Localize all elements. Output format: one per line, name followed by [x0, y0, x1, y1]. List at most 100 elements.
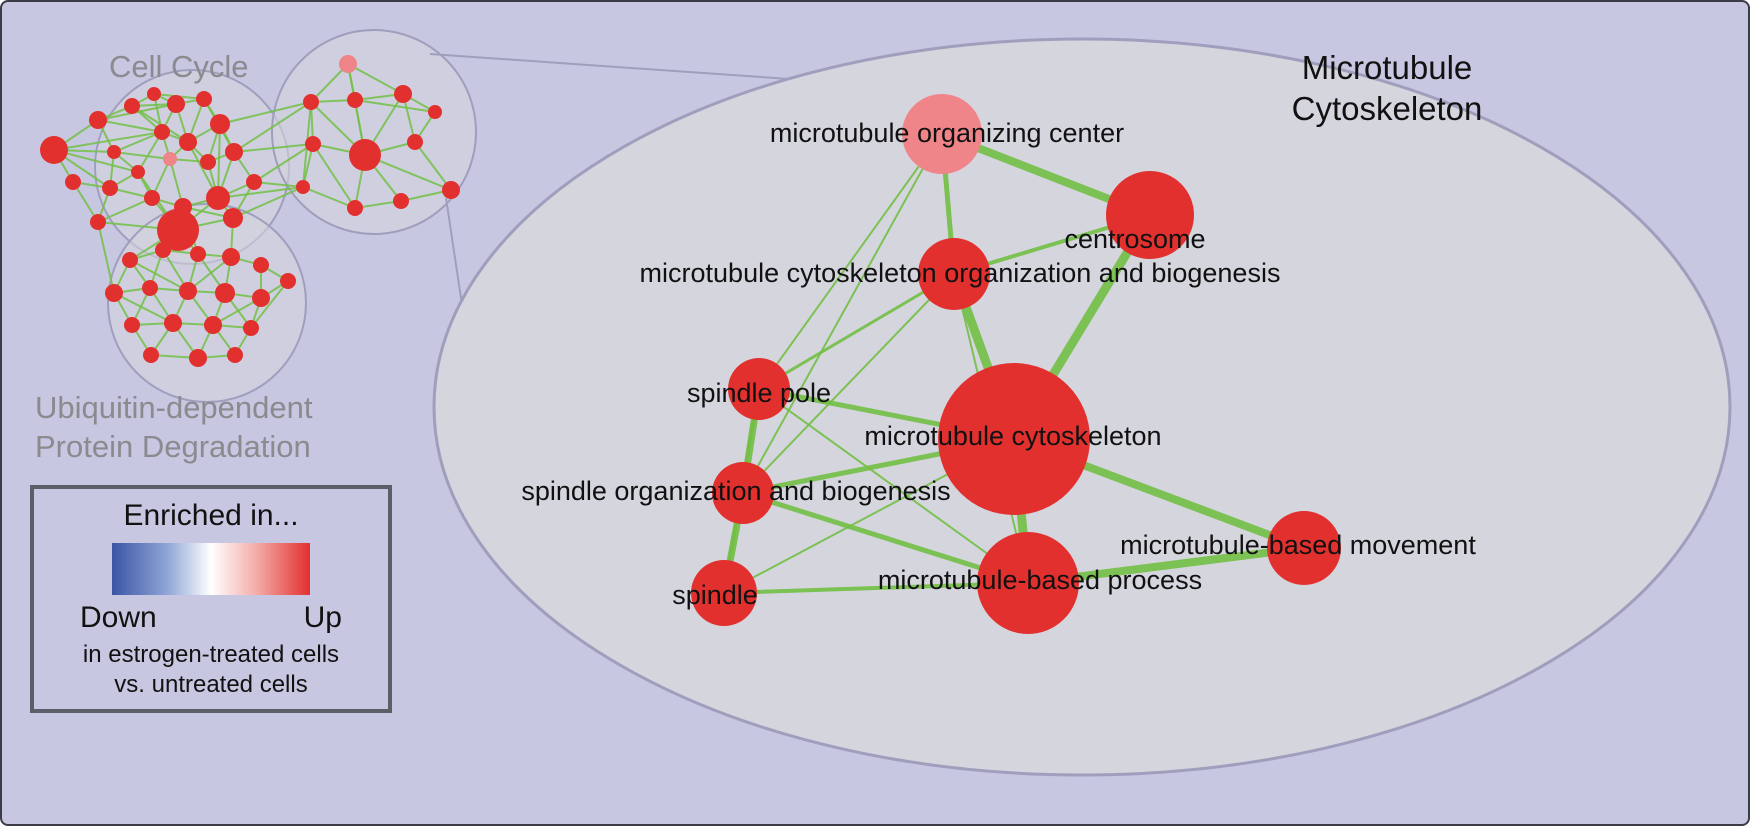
overview-edge — [187, 256, 232, 292]
legend-desc-line1: in estrogen-treated cells — [82, 641, 340, 668]
overview-edge — [312, 143, 356, 209]
overview-node — [65, 174, 81, 190]
node-label-spindle: spindle — [672, 580, 758, 610]
overview-node — [394, 85, 412, 103]
edge-moc-spindle_pole — [758, 133, 943, 390]
overview-edge — [217, 123, 221, 199]
node-mt_process — [977, 532, 1079, 634]
node-mcob — [918, 238, 990, 310]
node-label-spindle_pole: spindle pole — [687, 378, 831, 408]
overview-node — [210, 114, 230, 134]
overview-node — [142, 280, 158, 296]
overview-node — [303, 94, 319, 110]
node-label-centrosome: centrosome — [1064, 224, 1205, 254]
overview-edge — [129, 259, 189, 292]
overview-edge — [113, 131, 163, 153]
overview-node — [105, 284, 123, 302]
overview-edge — [219, 101, 312, 125]
node-label-mcob: microtubule cytoskeleton organization an… — [640, 258, 1281, 288]
magnified-cluster-title: Microtubule Cytoskeleton — [1282, 47, 1492, 129]
overview-node — [157, 209, 199, 251]
overview-node — [147, 87, 161, 101]
overview-node — [215, 283, 235, 303]
overview-node — [124, 98, 140, 114]
overview-edge — [113, 292, 174, 324]
overview-node — [243, 320, 259, 336]
overview-node — [143, 347, 159, 363]
cluster-label-cell-cycle: Cell Cycle — [109, 49, 249, 84]
legend-down-label: Down — [80, 601, 157, 634]
overview-node — [40, 136, 68, 164]
overview-node — [164, 314, 182, 332]
edge-moc-spindle_org — [742, 133, 943, 494]
overview-edge — [97, 197, 153, 223]
node-moc — [902, 94, 982, 174]
overview-node — [107, 145, 121, 159]
node-spindle — [691, 560, 757, 626]
cluster-label-ubiquitin-line1: Ubiquitin-dependent — [35, 390, 313, 425]
cluster-circle-microtubule-mini — [271, 29, 477, 235]
overview-node — [225, 143, 243, 161]
legend-title: Enriched in... — [123, 499, 299, 532]
overview-node — [167, 95, 185, 113]
overview-edge — [97, 119, 163, 133]
edge-mcob-spindle_org — [742, 273, 955, 494]
node-label-spindle_org: spindle organization and biogenesis — [521, 476, 950, 506]
legend-desc-line2: vs. untreated cells — [114, 671, 308, 698]
legend-up-label: Up — [303, 601, 342, 634]
node-spindle_org — [712, 462, 774, 524]
node-label-mt_movement: microtubule-based movement — [1120, 530, 1476, 560]
overview-node — [155, 242, 171, 258]
overview-node — [442, 181, 460, 199]
overview-node — [144, 190, 160, 206]
overview-node — [349, 139, 381, 171]
overview-edge — [232, 186, 304, 219]
overview-edge — [253, 143, 314, 183]
overview-node — [190, 246, 206, 262]
overview-edge — [233, 101, 312, 153]
node-mt_movement — [1267, 511, 1341, 585]
overview-node — [393, 193, 409, 209]
magnifier-line — [429, 53, 805, 81]
cluster-circle-ubiquitin — [107, 203, 307, 403]
node-mt_cyto — [938, 363, 1090, 515]
overview-node — [347, 92, 363, 108]
node-centrosome — [1106, 171, 1194, 259]
overview-node — [163, 152, 177, 166]
overview-edge — [53, 149, 139, 173]
overview-node — [222, 248, 240, 266]
overview-node — [227, 347, 243, 363]
overview-node — [296, 180, 310, 194]
overview-edge — [233, 143, 314, 153]
overview-node — [428, 105, 442, 119]
overview-node — [204, 316, 222, 334]
overview-edge — [97, 221, 115, 294]
overview-node — [179, 282, 197, 300]
overview-node — [179, 133, 197, 151]
overview-node — [102, 180, 118, 196]
overview-node — [189, 349, 207, 367]
overview-node — [89, 111, 107, 129]
overview-node — [246, 174, 262, 190]
legend-gradient-bar — [112, 543, 310, 595]
overview-node — [339, 55, 357, 73]
overview-node — [196, 91, 212, 107]
edge-spindle_pole-mt_process — [758, 388, 1029, 584]
node-label-mt_cyto: microtubule cytoskeleton — [864, 421, 1161, 451]
overview-node — [206, 186, 230, 210]
overview-node — [280, 273, 296, 289]
legend-axis-labels: Down Up — [34, 601, 388, 635]
overview-edge — [302, 186, 356, 209]
cluster-label-ubiquitin: Ubiquitin-dependent Protein Degradation — [35, 388, 313, 466]
overview-edge — [347, 63, 404, 95]
overview-node — [154, 124, 170, 140]
overview-node — [223, 208, 243, 228]
magnified-cluster-title-line1: Microtubule — [1301, 49, 1473, 86]
overview-node — [124, 317, 140, 333]
magnified-cluster-title-line2: Cytoskeleton — [1291, 90, 1483, 127]
legend-box: Enriched in... Down Up in estrogen-treat… — [30, 485, 392, 713]
overview-node — [253, 257, 269, 273]
overview-node — [305, 136, 321, 152]
